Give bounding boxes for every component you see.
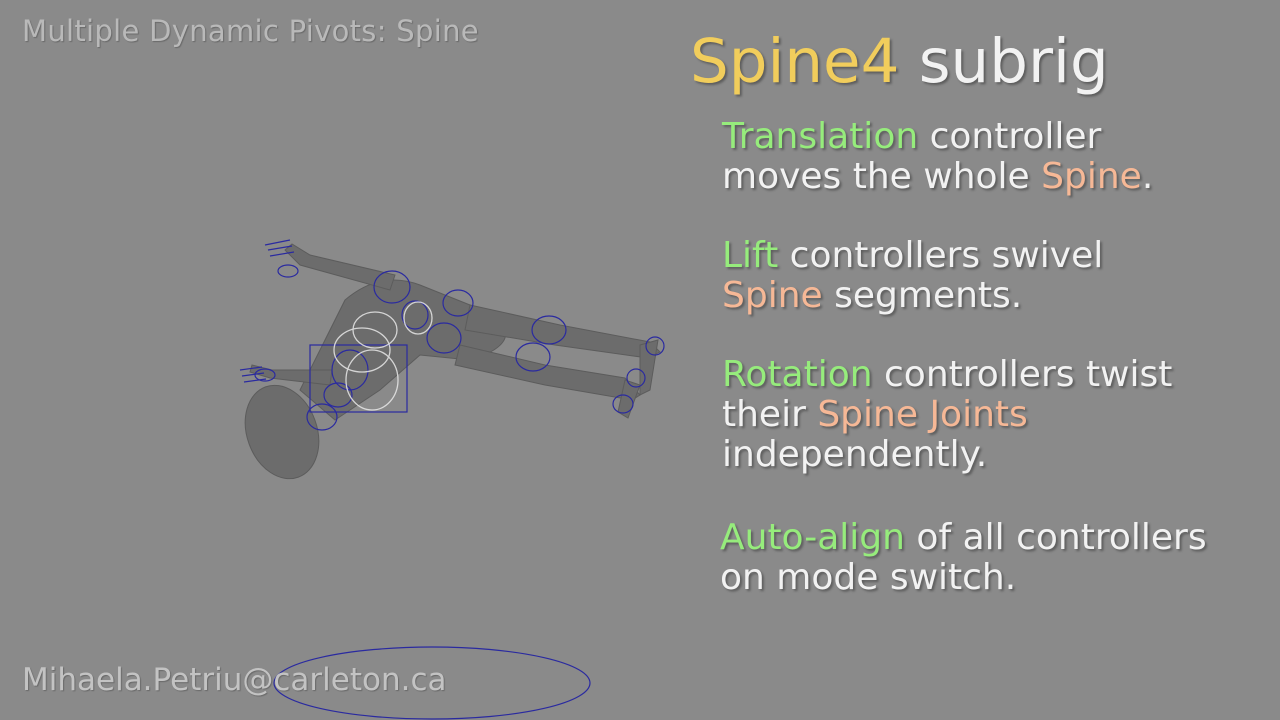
paragraph-text: independently. <box>722 434 988 475</box>
character-mesh[interactable] <box>233 243 661 489</box>
highlight-term: Lift <box>722 235 779 276</box>
spine-term: Spine Joints <box>817 394 1028 435</box>
paragraph-text: their <box>722 394 818 435</box>
paragraph-text: of all controllers <box>904 517 1207 558</box>
spine-term: Spine <box>722 275 823 316</box>
paragraph-translation: Translation controller moves the whole S… <box>722 117 1153 197</box>
spine-rotation-rings[interactable] <box>333 301 433 411</box>
author-email: Mihaela.Petriu@carleton.ca <box>22 662 447 698</box>
highlight-term: Auto-align <box>720 517 905 558</box>
paragraph-text: controllers swivel <box>778 235 1104 276</box>
title-accent: Spine4 <box>690 26 900 97</box>
paragraph-text: . <box>1141 156 1154 197</box>
paragraph-text: moves the whole <box>722 156 1042 197</box>
spine-term: Spine <box>1041 156 1142 197</box>
paragraph-lift: Lift controllers swivel Spine segments. <box>722 236 1103 316</box>
paragraph-text: controllers twist <box>872 354 1173 395</box>
paragraph-text: segments. <box>822 275 1023 316</box>
title-rest: subrig <box>899 26 1109 97</box>
paragraph-text: on mode switch. <box>720 557 1017 598</box>
highlight-term: Rotation <box>722 354 873 395</box>
paragraph-rotation: Rotation controllers twist their Spine J… <box>722 355 1172 475</box>
highlight-term: Translation <box>722 116 919 157</box>
controller-curves[interactable] <box>239 239 665 720</box>
paragraph-auto-align: Auto-align of all controllers on mode sw… <box>720 518 1207 598</box>
scene-label: Multiple Dynamic Pivots: Spine <box>22 14 479 48</box>
slide-title: Spine4 subrig <box>690 24 1109 100</box>
paragraph-text: controller <box>918 116 1102 157</box>
